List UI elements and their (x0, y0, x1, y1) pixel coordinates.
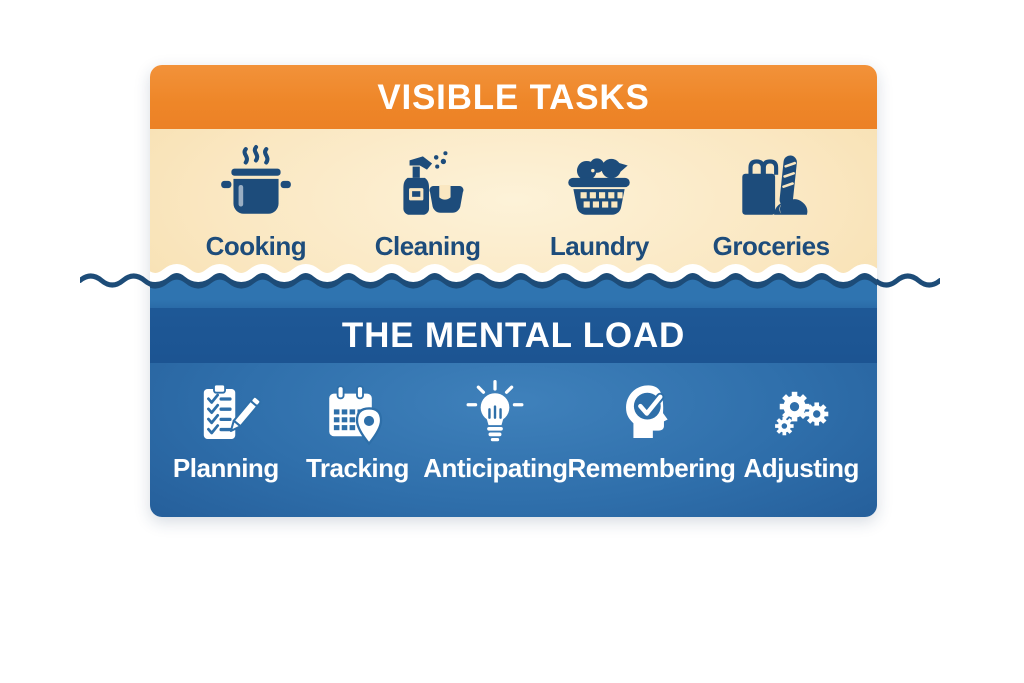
water-surface-strip (150, 300, 877, 308)
visible-tasks-title: VISIBLE TASKS (377, 77, 650, 117)
visible-item-groceries: Groceries (685, 143, 857, 262)
checklist-pencil-icon (203, 383, 262, 439)
mental-load-zone: THE MENTAL LOAD (150, 300, 877, 517)
visible-item-laundry: Laundry (514, 143, 686, 262)
mental-item-adjusting: Adjusting (735, 377, 867, 484)
visible-tasks-header: VISIBLE TASKS (150, 65, 877, 129)
mental-load-body: Planning (150, 363, 877, 517)
grocery-bag-icon (742, 155, 808, 215)
mental-item-planning: Planning (160, 377, 292, 484)
visible-item-label: Cooking (205, 231, 307, 261)
visible-item-label: Groceries (712, 231, 830, 261)
waterline-inside-card (150, 254, 877, 300)
spray-bottle-bucket-icon (403, 151, 464, 215)
lightbulb-icon (466, 380, 524, 442)
mental-item-label: Planning (172, 453, 279, 483)
iceberg-card: VISIBLE TASKS (150, 65, 877, 517)
calendar-pin-icon (329, 385, 383, 446)
gears-icon (775, 391, 829, 436)
visible-item-label: Cleaning (374, 231, 481, 261)
visible-item-label: Laundry (549, 231, 650, 261)
mental-item-label: Tracking (305, 453, 409, 483)
laundry-basket-icon (568, 158, 631, 215)
mental-item-anticipating: Anticipating (423, 377, 568, 484)
visible-item-cleaning: Cleaning (342, 143, 514, 262)
mental-load-title: THE MENTAL LOAD (341, 316, 686, 355)
mental-item-label: Remembering (567, 453, 736, 483)
mental-item-tracking: Tracking (292, 377, 424, 484)
visible-item-cooking: Cooking (170, 143, 342, 262)
mental-item-label: Anticipating (423, 453, 568, 483)
visible-tasks-row: Cooking (170, 143, 857, 262)
mental-load-header: THE MENTAL LOAD (150, 308, 877, 363)
cooking-pot-icon (221, 145, 291, 214)
mental-load-row: Planning (160, 377, 867, 484)
mental-item-label: Adjusting (743, 453, 859, 483)
mental-item-remembering: Remembering (567, 377, 736, 484)
head-checkmark-icon (626, 385, 669, 439)
